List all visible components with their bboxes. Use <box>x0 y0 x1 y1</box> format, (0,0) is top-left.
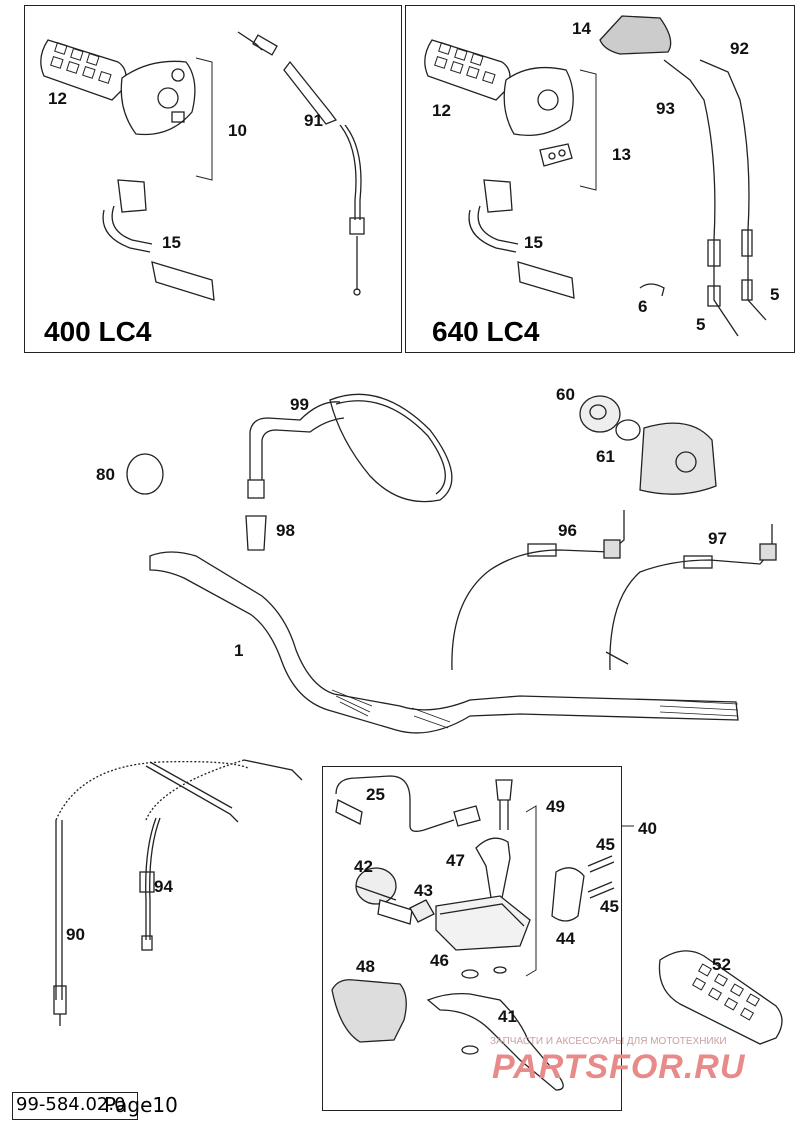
bolt-49 <box>495 779 513 830</box>
handlebar-1 <box>149 551 739 734</box>
part-number: 91 <box>304 111 323 130</box>
part-number: 1 <box>234 641 244 660</box>
part-number: 15 <box>162 233 181 252</box>
part-number: 12 <box>432 101 451 120</box>
grip-12-right <box>424 39 511 101</box>
part-number: 15 <box>524 233 543 252</box>
part-number: 45 <box>600 897 619 916</box>
part-number: 80 <box>96 465 115 484</box>
part-number: 25 <box>366 785 385 804</box>
switch-15-left <box>102 179 215 301</box>
clutch-cable-90 <box>53 760 249 1026</box>
doc-number: 99-584.02.0 <box>16 1094 126 1115</box>
part-number: 99 <box>290 395 309 414</box>
part-number: 60 <box>556 385 575 404</box>
part-number: 13 <box>612 145 631 164</box>
throttle-cable-91 <box>237 31 365 296</box>
grip-12-left <box>40 39 127 101</box>
throttle-cable-93 <box>663 59 739 337</box>
cable-96 <box>451 510 625 671</box>
lever-mount-47 <box>475 837 511 906</box>
switch-25 <box>335 775 481 832</box>
part-number: 94 <box>154 877 173 896</box>
mirror-99 <box>247 393 453 503</box>
part-number: 52 <box>712 955 731 974</box>
bracket-10 <box>195 57 213 181</box>
part-number: 49 <box>546 797 565 816</box>
clutch-lever-41 <box>426 992 564 1091</box>
part-number: 42 <box>354 857 373 876</box>
part-number: 40 <box>638 819 657 838</box>
screws-45 <box>587 855 615 899</box>
page-number: Page10 <box>104 1093 178 1117</box>
clamp-44 <box>551 867 585 922</box>
switch-60 <box>579 395 621 433</box>
model-label-right: 640 LC4 <box>432 316 540 347</box>
throttle-cable-92 <box>699 59 767 321</box>
part-number: 6 <box>638 297 648 316</box>
part-number: 5 <box>696 315 706 334</box>
part-number: 93 <box>656 99 675 118</box>
part-number: 10 <box>228 121 247 140</box>
part-number: 44 <box>556 929 575 948</box>
panel-400-lc4 <box>24 5 402 353</box>
clip-6 <box>639 283 665 297</box>
part-number: 90 <box>66 925 85 944</box>
throttle-housing-13 <box>503 66 574 167</box>
part-number: 92 <box>730 39 749 58</box>
ring-80 <box>126 453 164 495</box>
cylinder-42 <box>355 867 413 925</box>
brake-line-94 <box>139 759 303 951</box>
part-number: 12 <box>48 89 67 108</box>
part-number: 5 <box>770 285 780 304</box>
switch-housing-61 <box>639 422 717 495</box>
part-number: 97 <box>708 529 727 548</box>
cover-14 <box>599 15 672 55</box>
throttle-housing-10 <box>120 60 196 136</box>
part-number: 45 <box>596 835 615 854</box>
part-number: 41 <box>498 1007 517 1026</box>
bracket-13 <box>579 69 597 191</box>
part-number: 43 <box>414 881 433 900</box>
panel-clutch-assembly <box>322 766 622 1111</box>
part-number: 61 <box>596 447 615 466</box>
part-number: 96 <box>558 521 577 540</box>
switch-15-right <box>468 179 575 299</box>
model-label-left: 400 LC4 <box>44 316 152 347</box>
cover-48 <box>331 979 407 1043</box>
adjuster-43 <box>409 899 435 923</box>
adapter-98 <box>245 515 267 551</box>
panel-640-lc4 <box>405 5 795 353</box>
part-number: 47 <box>446 851 465 870</box>
part-number: 46 <box>430 951 449 970</box>
grip-52 <box>658 950 783 1045</box>
part-number: 14 <box>572 19 591 38</box>
part-number: 98 <box>276 521 295 540</box>
watermark-tagline: ЗАПЧАСТИ И АКСЕССУАРЫ ДЛЯ МОТОТЕХНИКИ <box>490 1036 727 1047</box>
part-number: 48 <box>356 957 375 976</box>
washers-bottom <box>461 966 507 1055</box>
clutch-housing-46 <box>435 895 531 951</box>
ring-61 <box>615 419 641 441</box>
bracket-49 <box>525 805 537 977</box>
watermark-brand: PARTSFOR.RU <box>492 1048 746 1086</box>
doc-number-box <box>12 1092 138 1120</box>
cable-97 <box>605 524 777 671</box>
